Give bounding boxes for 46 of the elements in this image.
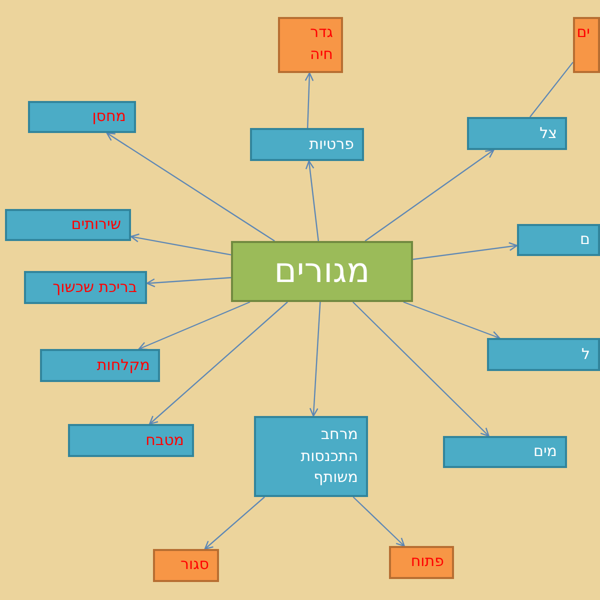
- topic-label: מרחב התכנסות משותף: [300, 424, 358, 488]
- arrow: [149, 302, 288, 425]
- topic-box: [250, 128, 364, 161]
- arrow: [106, 132, 275, 242]
- sub-topic-box: [278, 17, 343, 73]
- topic-label: מגורים: [274, 250, 370, 293]
- topic-label: מים: [534, 441, 557, 462]
- topic-label: צל: [540, 122, 557, 144]
- arrow: [146, 277, 232, 288]
- topic-box: [517, 224, 600, 256]
- topic-box: [487, 338, 600, 371]
- topic-label: מחסן: [92, 106, 126, 128]
- sub-topic-box: [153, 549, 219, 582]
- arrow: [412, 242, 518, 260]
- arrow: [138, 301, 250, 350]
- topic-box: [254, 416, 368, 497]
- arrow: [130, 234, 232, 256]
- topic-label: ם: [580, 229, 590, 250]
- topic-label: בריכת שכשוך: [52, 276, 137, 298]
- arrow: [304, 72, 314, 128]
- topic-label: ים: [576, 22, 590, 43]
- topic-label: פרטיות: [309, 134, 354, 155]
- arrow: [352, 496, 405, 547]
- arrow: [204, 496, 265, 550]
- central-topic-box: [231, 241, 413, 302]
- arrow: [309, 302, 321, 417]
- topic-label: שירותים: [71, 214, 121, 236]
- topic-box: [5, 209, 131, 241]
- arrow: [352, 302, 490, 437]
- sub-topic-box: [573, 17, 600, 73]
- topic-label: מטבח: [146, 430, 184, 451]
- arrow: [305, 160, 319, 242]
- arrow: [364, 149, 494, 242]
- sub-topic-box: [389, 546, 454, 579]
- topic-box: [443, 436, 567, 468]
- topic-box: [68, 424, 194, 457]
- topic-label: גדר חיה: [309, 22, 333, 65]
- topic-box: [467, 117, 567, 150]
- arrow: [403, 301, 500, 340]
- topic-box: [28, 101, 136, 133]
- topic-label: סגור: [180, 554, 209, 575]
- topic-label: פתוח: [410, 551, 444, 572]
- topic-label: מקלחות: [96, 354, 150, 376]
- topic-label: ל: [581, 344, 590, 365]
- topic-box: [24, 271, 147, 304]
- topic-box: [40, 349, 160, 382]
